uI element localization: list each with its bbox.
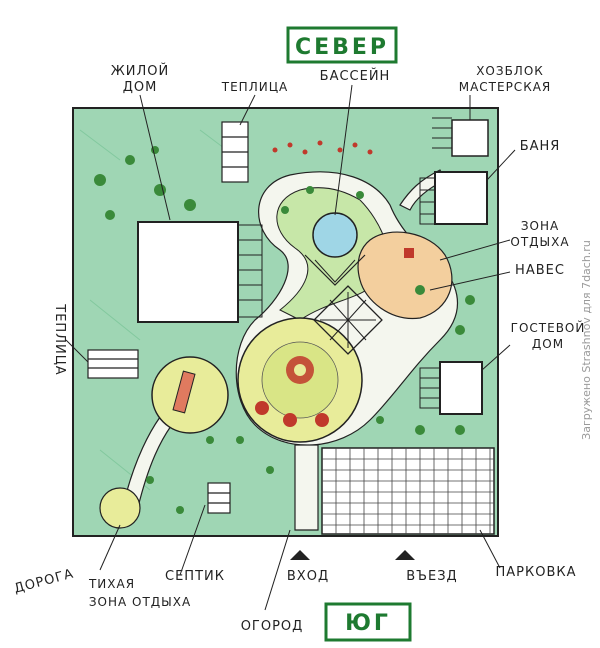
pool	[304, 212, 366, 286]
greenhouse-left	[87, 349, 139, 379]
guest-house-label-2: ДОМ	[532, 337, 564, 351]
leader-lines	[65, 84, 516, 611]
house-terrace	[237, 224, 263, 318]
greenhouse-top	[221, 121, 249, 183]
greenhouse-left-label: ТЕПЛИЦА	[52, 303, 67, 375]
sauna-deck	[419, 177, 436, 225]
driveway-label: ВЪЕЗД	[406, 569, 457, 584]
septic	[207, 482, 231, 514]
greenhouse-top-label: ТЕПЛИЦА	[221, 80, 288, 94]
pool-label: БАССЕЙН	[320, 68, 391, 84]
left-bench	[172, 370, 196, 414]
road-label: ДОРОГА	[13, 566, 76, 596]
quiet-zone-label-1: ТИХАЯ	[88, 577, 135, 591]
parking-label: ПАРКОВКА	[495, 565, 576, 580]
house	[137, 221, 239, 323]
garden-label: ОГОРОД	[241, 619, 304, 634]
guest-house	[439, 361, 483, 415]
gate-markers	[290, 550, 415, 560]
north-label: СЕВЕР	[295, 35, 389, 60]
sauna-label: БАНЯ	[520, 139, 561, 154]
sauna	[434, 171, 488, 225]
utility-steps	[432, 117, 452, 149]
utility-block	[451, 119, 489, 157]
rest-zone-label-2: ОТДЫХА	[510, 235, 569, 249]
rest-zone-label-1: ЗОНА	[521, 219, 559, 233]
house-label-2: ДОМ	[123, 80, 158, 95]
parking-grid	[321, 447, 495, 535]
rest-zone-area	[357, 231, 453, 320]
quiet-zone-label-2: ЗОНА ОТДЫХА	[89, 595, 191, 609]
canopy-lattice	[313, 285, 383, 355]
entrance-label: ВХОД	[287, 569, 329, 584]
rest-zone-marker	[404, 248, 414, 258]
canopy-label: НАВЕС	[515, 263, 565, 278]
south-label: ЮГ	[345, 611, 391, 636]
guest-house-label-1: ГОСТЕВОЙ	[511, 320, 586, 335]
central-flowerbed	[255, 356, 329, 427]
house-label-1: ЖИЛОЙ	[111, 63, 169, 79]
utility-label-1: ХОЗБЛОК	[476, 64, 544, 78]
trees	[94, 146, 475, 514]
flowerbed-top	[272, 140, 373, 155]
watermark: Загружено Strashnov для 7dach.ru	[580, 240, 593, 440]
quiet-zone-circle	[99, 487, 141, 529]
south-label-box: ЮГ	[324, 602, 412, 642]
guest-house-deck	[419, 367, 441, 409]
north-label-box: СЕВЕР	[286, 26, 398, 64]
utility-label-2: МАСТЕРСКАЯ	[459, 80, 552, 94]
left-circle-zone	[151, 356, 229, 434]
septic-label: СЕПТИК	[165, 569, 225, 584]
